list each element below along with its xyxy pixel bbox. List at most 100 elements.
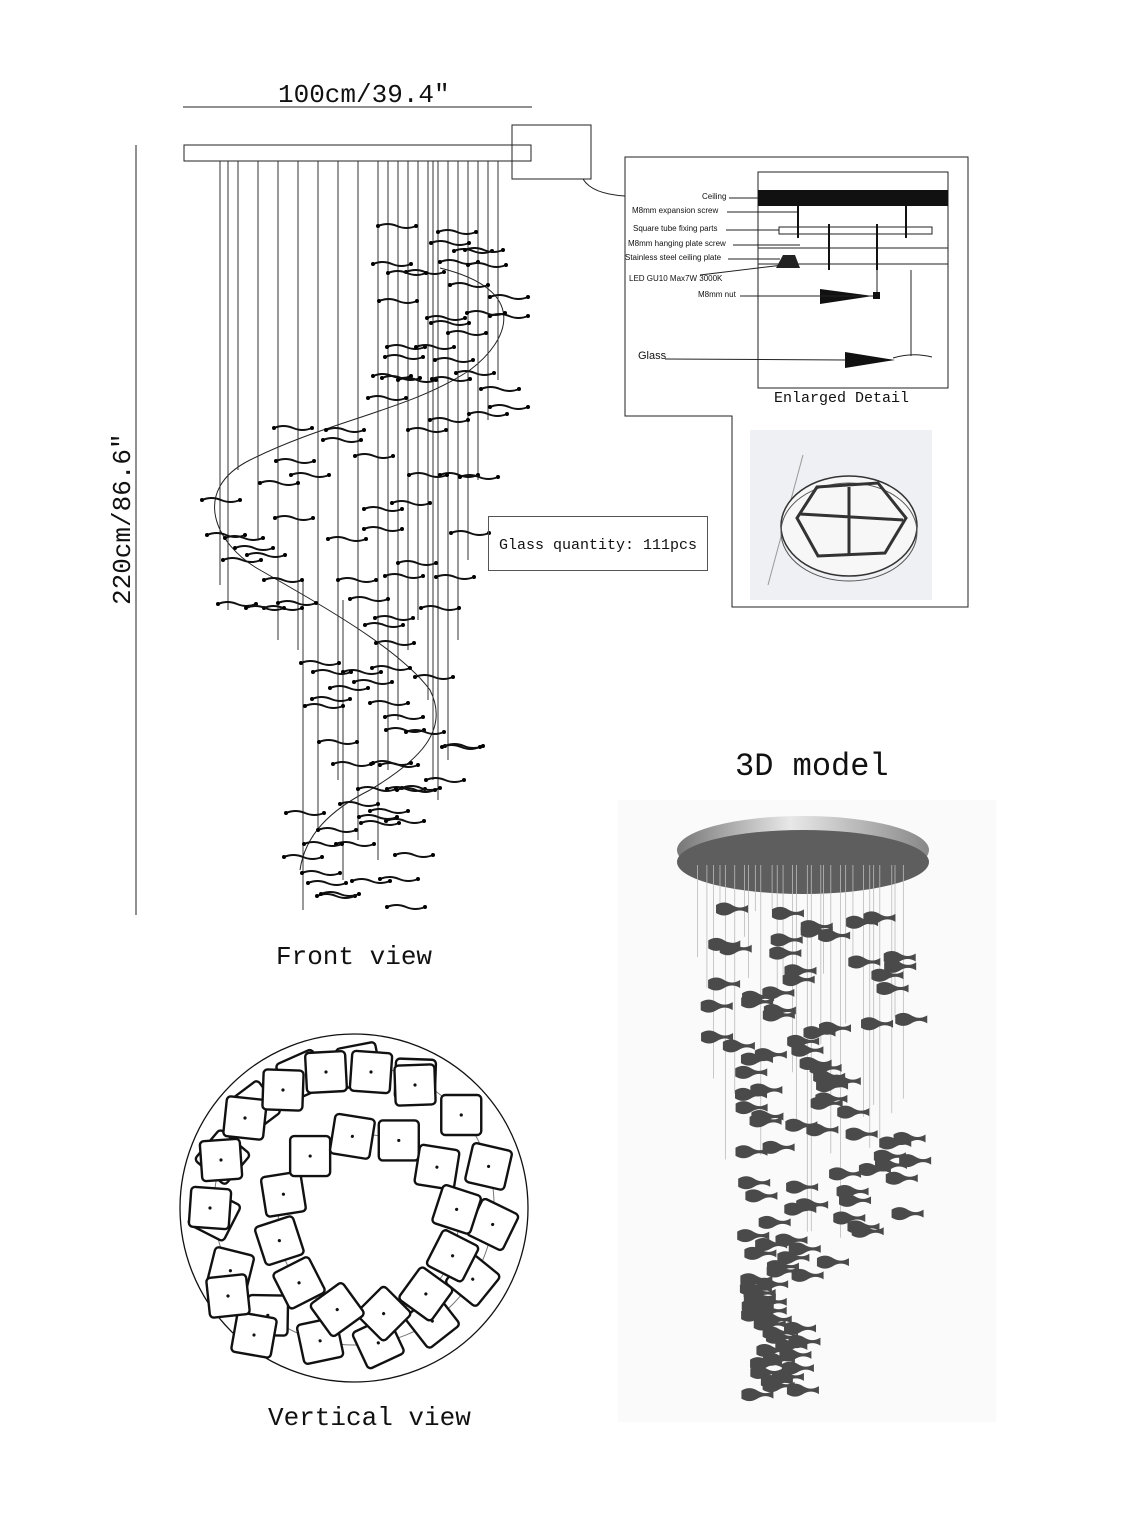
glass-end-dot	[384, 728, 388, 732]
model-glass-piece	[770, 933, 803, 947]
glass-end-dot	[357, 892, 361, 896]
model-glass-piece	[719, 942, 752, 956]
glass-piece	[377, 223, 417, 229]
glass-end-dot	[300, 871, 304, 875]
glass-end-dot	[457, 606, 461, 610]
glass-piece	[307, 880, 347, 886]
glass-tile-dot	[252, 1333, 256, 1337]
glass-piece	[349, 596, 389, 602]
glass-end-dot	[421, 355, 425, 359]
glass-end-dot	[411, 616, 415, 620]
model-glass-piece	[744, 1246, 777, 1260]
glass-piece	[449, 282, 489, 288]
model-glass-piece	[755, 1237, 788, 1251]
glass-tile-dot	[243, 1116, 247, 1120]
glass-piece	[420, 605, 460, 611]
glass-end-dot	[368, 809, 372, 813]
glass-piece	[434, 357, 474, 363]
model-glass-piece	[861, 1017, 894, 1031]
glass-end-dot	[413, 675, 417, 679]
glass-piece	[405, 729, 445, 735]
glass-quantity-box	[488, 516, 708, 571]
glass-piece	[312, 669, 352, 675]
glass-pieces	[200, 223, 530, 910]
glass-tile-dot	[281, 1192, 286, 1196]
glass-tile	[198, 1137, 244, 1183]
glass-piece	[363, 526, 403, 532]
glass-piece	[453, 248, 493, 254]
glass-piece	[263, 577, 303, 583]
model-glass-piece	[785, 1118, 818, 1132]
glass-end-dot	[433, 358, 437, 362]
model-glass-piece	[899, 1154, 932, 1168]
glass-end-dot	[338, 802, 342, 806]
glass-piece	[357, 786, 397, 792]
model-glass-piece	[871, 968, 904, 982]
glass-end-dot	[472, 575, 476, 579]
model-glass-piece	[800, 924, 833, 938]
detail-callout-leader	[582, 178, 626, 197]
glass-end-dot	[388, 879, 392, 883]
glass-tile-dot	[324, 1070, 328, 1074]
glass-end-dot	[467, 412, 471, 416]
glass-tile-dot	[228, 1269, 232, 1273]
glass-end-dot	[372, 842, 376, 846]
glass-end-dot	[348, 597, 352, 601]
glass-end-dot	[300, 578, 304, 582]
glass-tile	[398, 1266, 454, 1322]
glass-end-dot	[350, 879, 354, 883]
glass-end-dot	[244, 606, 248, 610]
glass-end-dot	[273, 516, 277, 520]
glass-end-dot	[338, 871, 342, 875]
model-glass-piece	[762, 1379, 795, 1393]
glass-tile	[431, 1184, 482, 1235]
glass-end-dot	[451, 675, 455, 679]
glass-tile	[464, 1142, 513, 1191]
glass-tile-dot	[424, 1292, 428, 1296]
glass-end-dot	[526, 405, 530, 409]
glass-end-dot	[429, 321, 433, 325]
glass-end-dot	[390, 680, 394, 684]
glass-tile	[393, 1063, 437, 1107]
glass-end-dot	[366, 396, 370, 400]
glass-piece	[311, 696, 351, 702]
glass-end-dot	[238, 498, 242, 502]
glass-end-dot	[391, 454, 395, 458]
glass-end-dot	[438, 786, 442, 790]
glass-end-dot	[337, 661, 341, 665]
glass-end-dot	[394, 787, 398, 791]
glass-end-dot	[424, 778, 428, 782]
label-ceiling: Ceiling	[702, 192, 727, 201]
model-glass-piece	[771, 906, 804, 920]
glass-tile	[348, 1049, 394, 1095]
glass-end-dot	[409, 262, 413, 266]
glass-piece	[468, 411, 508, 417]
glass-piece	[234, 545, 274, 551]
model-glass-piece	[884, 959, 917, 973]
glass-piece	[384, 714, 424, 720]
glass-piece	[439, 472, 479, 478]
glass-end-dot	[223, 536, 227, 540]
glass-tile-dot	[471, 1277, 475, 1281]
glass-end-dot	[299, 661, 303, 665]
glass-end-dot	[385, 345, 389, 349]
glass-piece	[351, 878, 391, 884]
leader-led	[699, 264, 784, 276]
model-glass-piece	[818, 928, 851, 942]
glass-end-dot	[397, 821, 401, 825]
vertical-view-title: Vertical view	[268, 1403, 471, 1433]
glass-end-dot	[434, 378, 438, 382]
model-glass-piece	[879, 1136, 912, 1150]
ceiling-slab	[758, 190, 948, 206]
model-canopy-base	[677, 830, 929, 894]
glass-piece	[378, 298, 418, 304]
glass-piece	[391, 500, 431, 506]
glass-tile-dot	[335, 1307, 339, 1312]
model-glass-piece	[837, 1105, 870, 1119]
glass-piece	[275, 458, 315, 464]
glass-tile-dot	[318, 1339, 322, 1343]
model-glass-piece	[786, 1180, 819, 1194]
glass-end-dot	[376, 802, 380, 806]
